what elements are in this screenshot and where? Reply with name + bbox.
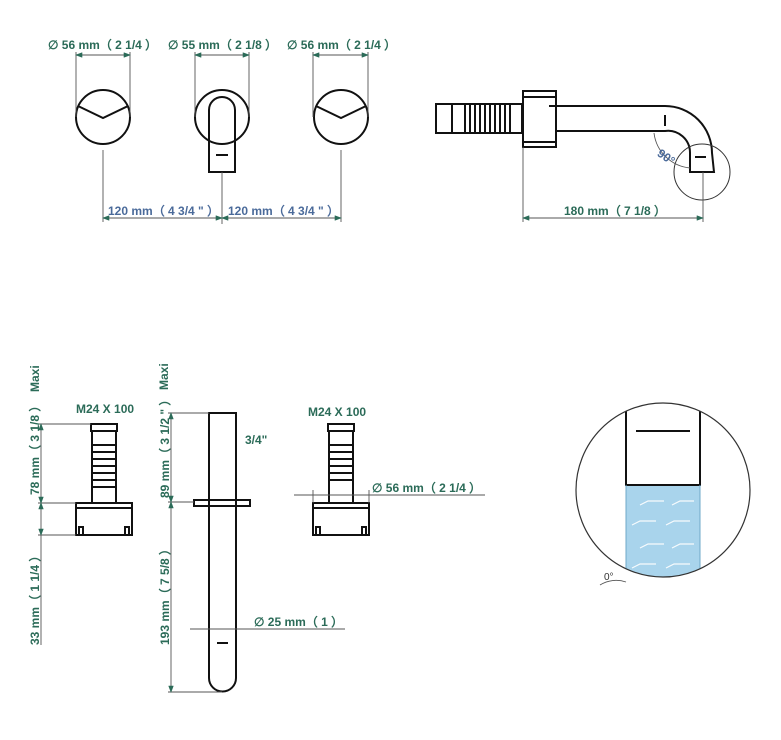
spout-flange-diameter-label: ∅ 55 mm（ 2 1/8 ） [168,37,277,52]
spacing-right-label: 120 mm（ 4 3/4 " ） [228,203,339,218]
detail-angle-label: 0° [604,572,614,583]
right-knob-diameter-label: ∅ 56 mm（ 2 1/4 ） [287,37,396,52]
spout-flange [194,52,250,173]
left-depth-33-label: 33 mm（ 1 1/4 ） [27,550,42,645]
right-valve: M24 X 100 ∅ 56 mm（ 2 1/4 ） [294,405,485,536]
spout-outlet-detail: 0° [575,402,751,586]
water-stream [626,485,700,577]
left-knob [75,52,131,145]
pipe-maxi-label: Maxi [157,363,171,390]
pipe-length-193-label: 193 mm（ 7 5/8 ） [157,543,172,645]
pipe-diameter-label: ∅ 25 mm（ 1 ） [254,614,343,629]
left-depth-78-label: 78 mm（ 3 1/8 ） [27,400,42,495]
spout-angle-label: 90° [655,146,678,168]
left-knob-diameter-label: ∅ 56 mm（ 2 1/4 ） [48,37,157,52]
right-valve-diameter-label: ∅ 56 mm（ 2 1/4 ） [372,480,481,495]
pipe-depth-89-label: 89 mm（ 3 1/2 " ） [157,394,172,498]
left-valve: Maxi M24 X 100 78 mm（ 3 1/8 ） 33 mm（ 1 1… [27,365,134,645]
side-view-spout: 90° 180 mm（ 7 1/8 ） [435,90,731,222]
pipe-connection-label: 3/4" [245,433,267,447]
right-thread-label: M24 X 100 [308,405,366,419]
left-maxi-label: Maxi [28,365,42,392]
spout-length-label: 180 mm（ 7 1/8 ） [564,203,666,218]
left-thread-label: M24 X 100 [76,402,134,416]
pipe: Maxi 3/4" 89 mm（ 3 1/2 " ） 193 mm（ 7 5/8… [157,363,345,693]
spacing-left-label: 120 mm（ 4 3/4 " ） [108,203,219,218]
right-knob [312,52,369,145]
front-view: ∅ 56 mm（ 2 1/4 ） ∅ 55 mm（ 2 1/8 ） ∅ 56 m… [48,37,396,224]
